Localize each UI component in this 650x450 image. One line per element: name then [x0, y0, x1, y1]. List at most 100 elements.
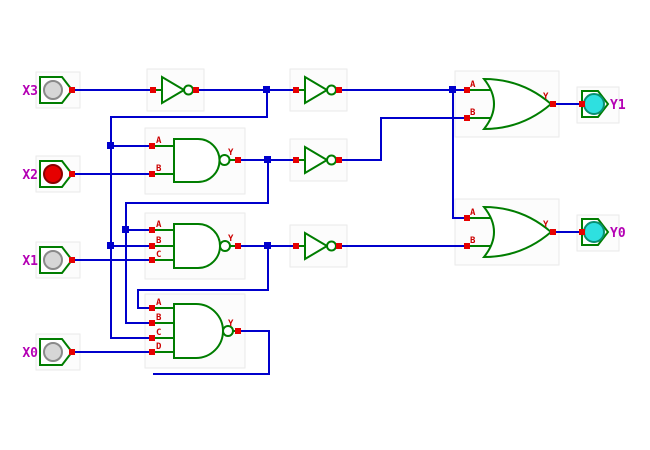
pin-connector	[149, 349, 155, 355]
invert-bubble	[326, 240, 337, 252]
pin-connector	[235, 157, 241, 163]
pin-connector	[150, 87, 156, 93]
input-state-indicator[interactable]	[43, 342, 63, 362]
pin-connector	[293, 87, 299, 93]
pin-label-y: Y	[228, 148, 234, 158]
pin-connector	[550, 101, 556, 107]
pin-label-b: B	[470, 108, 476, 118]
pin-connector	[149, 227, 155, 233]
pin-connector	[336, 157, 342, 163]
junction-dot	[264, 242, 271, 249]
pin-label-b: B	[156, 164, 162, 174]
wire-not3-to-or1-b[interactable]	[339, 117, 467, 161]
input-state-indicator[interactable]	[43, 250, 63, 270]
wire-branch-to-or2-a[interactable]	[452, 90, 467, 219]
pin-label-a: A	[470, 80, 476, 90]
pin-label-y: Y	[228, 319, 234, 329]
output-label-y0: Y0	[610, 226, 626, 241]
junction-dot	[122, 226, 129, 233]
pin-connector	[579, 229, 585, 235]
pin-connector	[235, 328, 241, 334]
input-state-indicator[interactable]	[43, 80, 63, 100]
pin-label-y: Y	[543, 220, 549, 230]
input-pin-x3[interactable]: X3	[22, 76, 75, 104]
pin-connector	[464, 215, 470, 221]
junction-dot	[263, 86, 270, 93]
wire-nand2-branch-down[interactable]	[125, 160, 269, 324]
wire-nand4-output-stub[interactable]	[153, 330, 270, 375]
pin-connector	[149, 171, 155, 177]
input-pin-x0[interactable]: X0	[22, 338, 75, 366]
pin-connector	[235, 243, 241, 249]
output-label-y1: Y1	[610, 98, 626, 113]
pin-connector	[550, 229, 556, 235]
input-pin-x1[interactable]: X1	[22, 246, 75, 274]
pin-connector	[464, 87, 470, 93]
pin-connector	[149, 143, 155, 149]
pin-connector	[293, 157, 299, 163]
input-label-x3: X3	[22, 84, 38, 99]
pin-connector	[149, 243, 155, 249]
nand-body	[173, 138, 221, 183]
pin-connector	[293, 243, 299, 249]
not-gate-3[interactable]	[293, 145, 342, 175]
invert-bubble	[326, 154, 337, 166]
pin-label-b: B	[470, 236, 476, 246]
not-gate-2[interactable]	[293, 75, 342, 105]
or-gate-1[interactable]: A B Y	[464, 77, 556, 131]
wire-not1-branch-down[interactable]	[110, 90, 268, 339]
input-pin-x2[interactable]: X2	[22, 160, 75, 188]
pin-label-a: A	[156, 298, 162, 308]
or-gate-2[interactable]: A B Y	[464, 205, 556, 259]
pin-label-a: A	[156, 136, 162, 146]
junction-dot	[107, 142, 114, 149]
pin-connector	[69, 171, 75, 177]
pin-connector	[336, 87, 342, 93]
not-gate-4[interactable]	[293, 231, 342, 261]
not-triangle	[304, 75, 329, 105]
nand-body	[173, 223, 221, 269]
pin-label-d: D	[156, 342, 162, 352]
pin-connector	[336, 243, 342, 249]
not-gate-1[interactable]	[150, 75, 199, 105]
pin-label-b: B	[156, 236, 162, 246]
invert-bubble	[326, 84, 337, 96]
or-body	[481, 205, 553, 259]
pin-connector	[193, 87, 199, 93]
nand-gate-2in[interactable]: A B Y	[149, 136, 241, 183]
output-pin-y1[interactable]: Y1	[579, 90, 626, 118]
or-body	[481, 77, 553, 131]
input-label-x0: X0	[22, 346, 38, 361]
input-label-x2: X2	[22, 168, 38, 183]
wires	[70, 89, 582, 375]
nand-body	[173, 303, 224, 359]
output-state-indicator	[583, 93, 605, 115]
nand-gate-4in[interactable]: A B C D Y	[149, 298, 241, 359]
wire-junctions	[107, 86, 456, 249]
pin-label-y: Y	[228, 234, 234, 244]
pin-label-a: A	[156, 220, 162, 230]
nand-gate-3in[interactable]: A B C Y	[149, 220, 241, 269]
pin-connector	[69, 87, 75, 93]
pin-label-c: C	[156, 328, 161, 338]
pin-connector	[69, 349, 75, 355]
output-pin-y0[interactable]: Y0	[579, 218, 626, 246]
input-state-indicator[interactable]	[43, 164, 63, 184]
not-triangle	[161, 75, 186, 105]
not-triangle	[304, 145, 329, 175]
pin-connector	[464, 115, 470, 121]
pin-connector	[149, 305, 155, 311]
not-triangle	[304, 231, 329, 261]
pin-connector	[464, 243, 470, 249]
pin-connector	[69, 257, 75, 263]
junction-dot	[449, 86, 456, 93]
wire-nand3-branch-to-nand4-a[interactable]	[137, 246, 269, 309]
junction-dot	[107, 242, 114, 249]
pin-label-c: C	[156, 250, 161, 260]
input-label-x1: X1	[22, 254, 38, 269]
pin-connector	[149, 320, 155, 326]
pin-label-a: A	[470, 208, 476, 218]
output-state-indicator	[583, 221, 605, 243]
junction-dot	[264, 156, 271, 163]
